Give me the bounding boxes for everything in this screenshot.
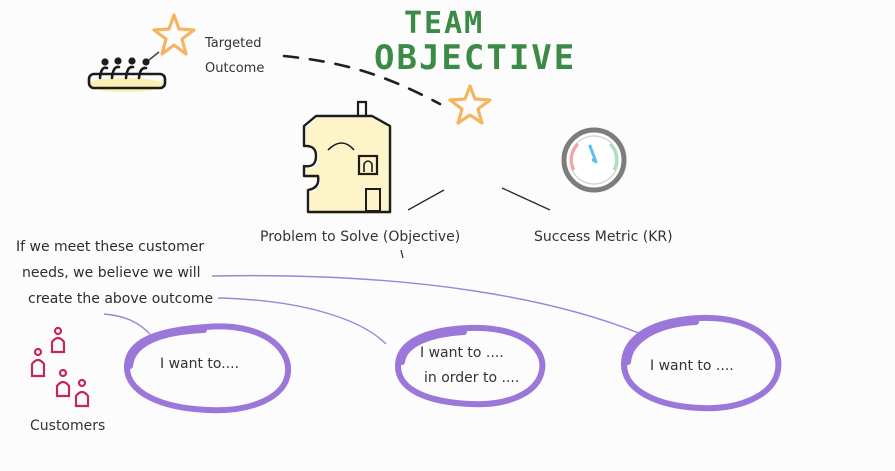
targeted-outcome-label: Targeted Outcome [205, 36, 265, 76]
connector [211, 274, 647, 337]
dashed-connector [282, 54, 442, 106]
belief-note-line: If we meet these customer [16, 239, 205, 255]
customers-icon [30, 326, 90, 408]
star-icon [448, 84, 492, 125]
need-text: I want to .... [650, 358, 734, 374]
need-oval [621, 314, 782, 412]
star-icon [152, 13, 196, 56]
house-puzzle-icon [302, 100, 392, 214]
connector [217, 297, 387, 345]
gauge-icon [561, 127, 627, 193]
belief-note-line: create the above outcome [28, 291, 214, 307]
people-icon [87, 57, 167, 92]
title-line-1: TEAM [404, 6, 485, 41]
problem-label: Problem to Solve (Objective) [260, 229, 461, 245]
need-text: I want to.... [160, 356, 240, 372]
customers-label: Customers [30, 418, 106, 434]
belief-note-line: needs, we believe we will [22, 265, 201, 281]
need-text: in order to .... [424, 370, 520, 386]
need-oval [395, 324, 546, 408]
connector [103, 313, 151, 335]
need-oval [123, 323, 292, 414]
need-text: I want to .... [420, 345, 504, 361]
success-metric-label: Success Metric (KR) [534, 229, 673, 245]
title-line-2: OBJECTIVE [374, 38, 577, 78]
